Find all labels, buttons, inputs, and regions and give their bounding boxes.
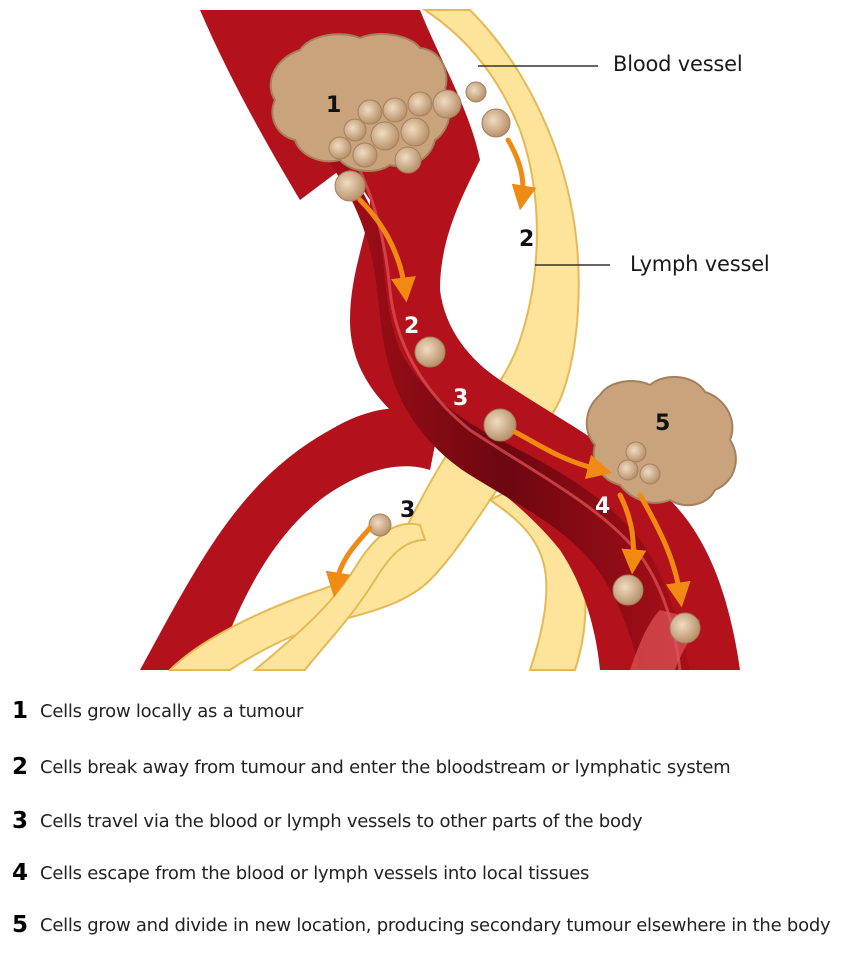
step-marker-2-lymph: 2	[519, 227, 534, 252]
step-marker-4: 4	[595, 494, 610, 519]
vessel-illustration: 1 2 2 3 3 4 5	[0, 0, 851, 680]
legend-number: 5	[12, 912, 28, 938]
step-marker-3-blood: 3	[453, 386, 468, 411]
legend-text: Cells grow locally as a tumour	[40, 700, 846, 724]
legend-number: 4	[12, 860, 28, 886]
step-marker-5: 5	[655, 411, 670, 436]
legend-number: 3	[12, 808, 28, 834]
legend-number: 1	[12, 698, 28, 724]
legend-number: 2	[12, 754, 28, 780]
legend-text: Cells escape from the blood or lymph ves…	[40, 862, 846, 886]
legend-text: Cells travel via the blood or lymph vess…	[40, 810, 846, 834]
step-marker-2-blood: 2	[404, 314, 419, 339]
legend-text: Cells grow and divide in new location, p…	[40, 914, 846, 938]
legend-text: Cells break away from tumour and enter t…	[40, 756, 846, 780]
step-marker-3-lymph: 3	[400, 498, 415, 523]
lymph-vessel-label: Lymph vessel	[630, 252, 770, 276]
blood-vessel-label: Blood vessel	[613, 52, 743, 76]
arrow-lymph-entry	[508, 140, 523, 198]
step-marker-1: 1	[326, 93, 341, 118]
